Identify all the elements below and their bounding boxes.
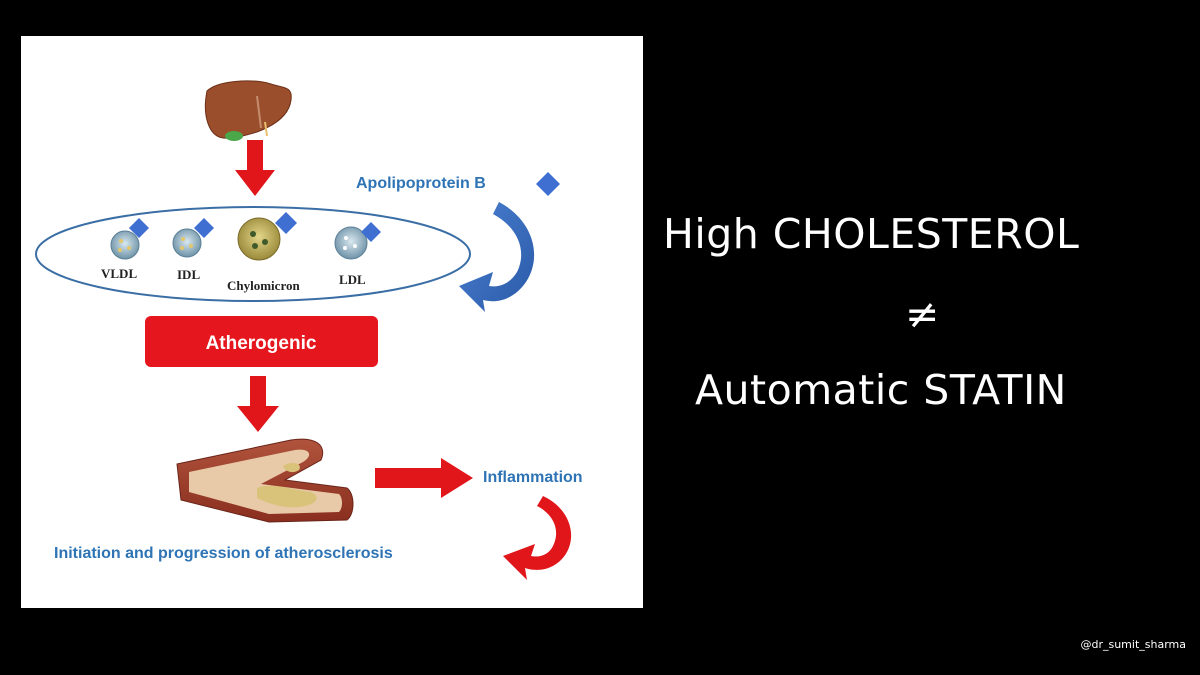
vldl-particle-icon: [110, 218, 149, 260]
author-handle: @dr_sumit_sharma: [1080, 638, 1186, 651]
particle-label-chylomicron: Chylomicron: [227, 278, 300, 293]
particle-label-idl: IDL: [177, 267, 200, 282]
liver-icon: [204, 80, 292, 141]
particle-label-vldl: VLDL: [101, 266, 137, 281]
apolipoprotein-b-label: Apolipoprotein B: [356, 175, 486, 192]
atherogenic-label: Atherogenic: [206, 333, 317, 354]
ldl-particle-icon: [334, 222, 381, 260]
headline-line-1: High CHOLESTEROL: [663, 210, 1080, 258]
inflammation-label: Inflammation: [483, 469, 583, 486]
diagram-panel: Apolipoprotein B VLDL IDL: [21, 36, 643, 608]
apo-b-diamond-icon: [536, 172, 560, 196]
initiation-progression-label: Initiation and progression of atheroscle…: [54, 545, 393, 562]
headline-line-3: Automatic STATIN: [695, 366, 1067, 414]
arrow-down-2: [237, 376, 279, 432]
particle-label-ldl: LDL: [339, 272, 366, 287]
blood-vessel-icon: [176, 438, 354, 523]
lipoprotein-ellipse: [35, 206, 471, 302]
curved-red-arrow-icon: [503, 496, 572, 580]
atherosclerosis-diagram: Apolipoprotein B VLDL IDL: [35, 80, 583, 580]
idl-particle-icon: [172, 218, 214, 258]
atherogenic-badge: [145, 316, 378, 367]
headline-not-equal: ≠: [905, 290, 940, 338]
arrow-right: [375, 458, 473, 498]
chylomicron-particle-icon: [237, 212, 297, 261]
arrow-down-1: [235, 140, 275, 196]
headline-area: High CHOLESTEROL ≠ Automatic STATIN: [643, 0, 1200, 675]
curved-blue-arrow-icon: [459, 202, 535, 312]
